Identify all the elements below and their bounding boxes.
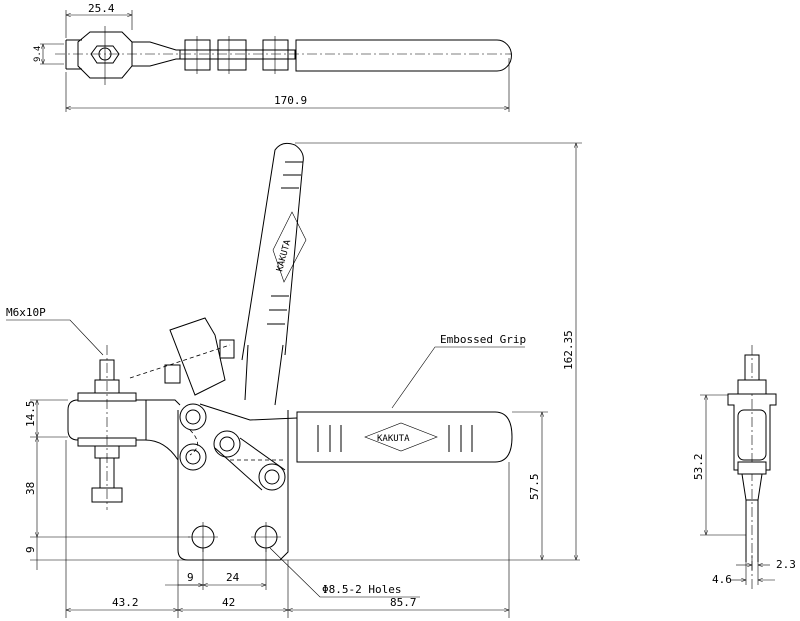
dim-9-4: 9.4 <box>33 46 43 62</box>
dim-57-5: 57.5 <box>528 474 541 501</box>
side-view: 53.2 2.3 4.6 <box>692 345 796 590</box>
hole-label: Φ8.5-2 Holes <box>322 583 401 596</box>
dim-9-base: 9 <box>24 546 37 553</box>
front-view: KAKUTA KAKUTA M6x10P Embossed Grip Φ8.5-… <box>6 142 582 618</box>
dim-2-3: 2.3 <box>776 558 796 571</box>
dim-25-4: 25.4 <box>88 2 115 15</box>
logo-horizontal: KAKUTA <box>377 434 410 444</box>
dim-9-hole: 9 <box>187 571 194 584</box>
dim-85-7: 85.7 <box>390 596 417 609</box>
top-view: 25.4 9.4 170.9 <box>33 2 512 112</box>
dim-4-6: 4.6 <box>712 573 732 586</box>
dim-42: 42 <box>222 596 235 609</box>
embossed-grip-label: Embossed Grip <box>440 333 526 346</box>
dim-38: 38 <box>24 482 37 495</box>
dim-170-9: 170.9 <box>274 94 307 107</box>
dim-24: 24 <box>226 571 240 584</box>
raised-handle: KAKUTA <box>129 142 307 406</box>
thread-label: M6x10P <box>6 306 46 319</box>
logo-vertical: KAKUTA <box>275 238 293 273</box>
dim-53-2: 53.2 <box>692 454 705 481</box>
dim-14-5: 14.5 <box>24 401 37 428</box>
dim-43-2: 43.2 <box>112 596 139 609</box>
dim-162-35: 162.35 <box>562 330 575 370</box>
